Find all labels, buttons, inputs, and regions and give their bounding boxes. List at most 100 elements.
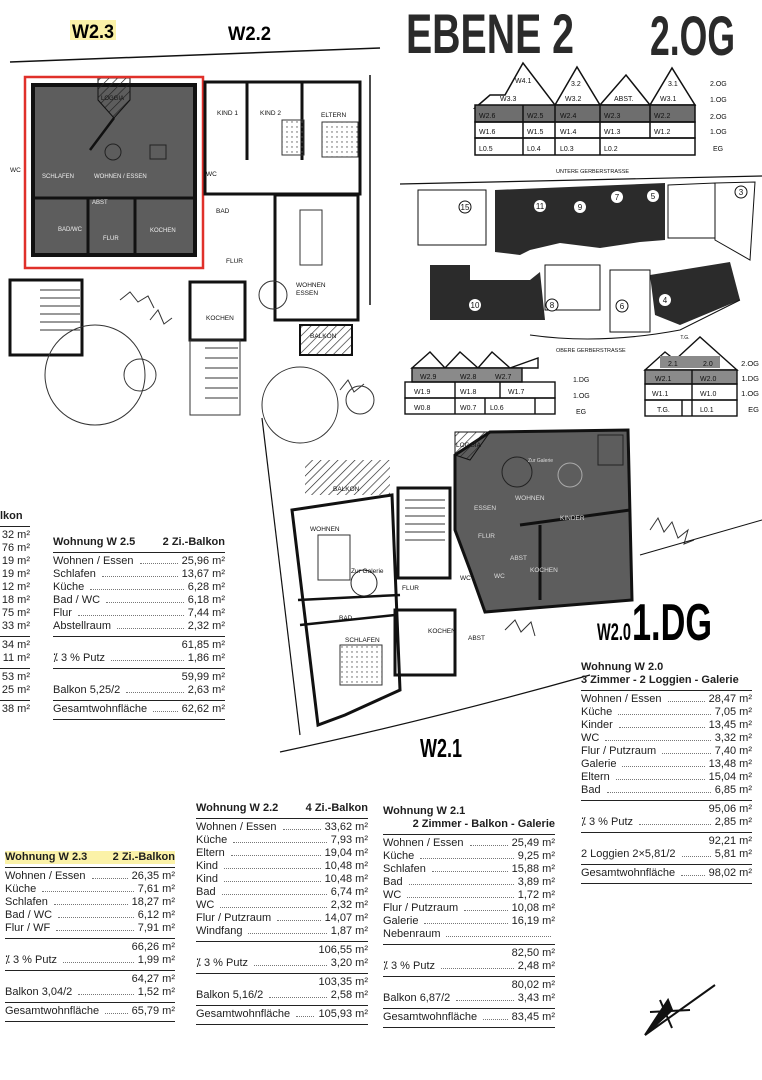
- row-label: ⁒ 3 % Putz: [53, 652, 106, 664]
- dot-leader: [111, 660, 184, 661]
- dot-leader: [117, 628, 184, 629]
- row-label: Bad: [383, 876, 403, 888]
- street-label: OBERE GERBERSTRASSE: [556, 348, 626, 354]
- svg-text:W2.5: W2.5: [527, 113, 543, 120]
- dot-leader: [296, 1016, 315, 1017]
- svg-text:W1.5: W1.5: [527, 129, 543, 136]
- row-label: Bad / WC: [5, 909, 53, 921]
- room-label: KIND 2: [260, 110, 281, 117]
- table-title: Wohnung W 2.3: [5, 851, 88, 863]
- room-label: ELTERN: [321, 112, 346, 119]
- row-value: 7,40 m²: [714, 745, 752, 757]
- dot-leader: [456, 1000, 514, 1001]
- svg-text:WOHNEN / ESSEN: WOHNEN / ESSEN: [94, 174, 147, 180]
- row-label: Flur: [53, 607, 72, 619]
- row-value: 95,06 m²: [708, 803, 752, 815]
- row-label: Balkon 5,25/2: [53, 684, 121, 696]
- row-value: 28,47 m²: [708, 693, 752, 705]
- room-label: ESSEN: [296, 290, 318, 297]
- svg-text:L0.5: L0.5: [479, 146, 493, 153]
- divider: [53, 719, 225, 720]
- room-label: WC: [460, 575, 471, 582]
- svg-text:1.OG: 1.OG: [710, 129, 727, 136]
- row-value: 16,19 m²: [511, 915, 555, 927]
- svg-text:W1.9: W1.9: [414, 389, 430, 396]
- dot-leader: [605, 740, 711, 741]
- svg-text:W2.1: W2.1: [655, 376, 671, 383]
- fragment-text: 32 m²: [1, 529, 30, 541]
- row-label: Kind: [196, 860, 219, 872]
- svg-text:W2.3: W2.3: [604, 113, 620, 120]
- row-label: Balkon 3,04/2: [5, 986, 73, 998]
- svg-text:W2.7: W2.7: [495, 374, 511, 381]
- dot-leader: [153, 711, 178, 712]
- svg-text:1.DG: 1.DG: [573, 377, 589, 384]
- row-value: 83,45 m²: [511, 1011, 555, 1023]
- room-label: BAD: [339, 615, 353, 622]
- svg-text:2.OG: 2.OG: [710, 114, 727, 121]
- dot-leader: [441, 968, 514, 969]
- divider: [5, 1021, 175, 1022]
- divider: [53, 636, 225, 637]
- row-value: 61,85 m²: [181, 639, 225, 651]
- row-value: 80,02 m²: [511, 979, 555, 991]
- row-value: 2,48 m²: [517, 960, 555, 972]
- svg-text:W2.4: W2.4: [560, 113, 576, 120]
- room-label: KOCHEN: [530, 567, 558, 574]
- svg-text:ABST.: ABST.: [614, 96, 634, 103]
- row-label: Windfang: [196, 925, 243, 937]
- svg-text:L0.1: L0.1: [700, 407, 714, 414]
- svg-text:W1.7: W1.7: [508, 389, 524, 396]
- svg-text:W1.4: W1.4: [560, 129, 576, 136]
- row-value: 13,67 m²: [181, 568, 225, 580]
- row-label: Wohnen / Essen: [53, 555, 134, 567]
- svg-text:2.0: 2.0: [703, 361, 713, 368]
- room-label: Zur Galerie: [528, 458, 553, 464]
- row-label: Gesamtwohnfläche: [196, 1008, 291, 1020]
- divider: [196, 1024, 368, 1025]
- subtotal-row: 95,06 m²: [581, 803, 752, 816]
- row-value: 6,74 m²: [330, 886, 368, 898]
- svg-text:W2.6: W2.6: [479, 113, 495, 120]
- room-label: LOGGIA: [456, 442, 482, 449]
- row-value: 15,04 m²: [708, 771, 752, 783]
- row-label: Wohnen / Essen: [196, 821, 277, 833]
- dot-leader: [269, 997, 327, 998]
- table-subtitle: 2 Zi.-Balkon: [162, 536, 225, 548]
- level-title: EBENE 2: [406, 2, 574, 65]
- table-title: Wohnung W 2.0: [581, 661, 664, 673]
- level-code-bottom: 1.DG: [632, 594, 712, 652]
- dot-leader: [91, 878, 128, 879]
- dot-leader: [101, 576, 178, 577]
- dot-leader: [220, 907, 327, 908]
- site-plan: UNTERE GERBERSTRASSE 15 11 9 7 5 3 10 8 …: [399, 169, 762, 354]
- net-area-row: 103,35 m²: [196, 976, 368, 989]
- dot-leader: [90, 589, 184, 590]
- divider: [581, 832, 752, 833]
- row-label: Gesamtwohnfläche: [581, 867, 676, 879]
- divider: [196, 818, 368, 819]
- row-value: 10,08 m²: [511, 902, 555, 914]
- room-label: WC: [10, 167, 21, 174]
- dot-leader: [667, 701, 705, 702]
- divider: [0, 526, 30, 527]
- svg-text:FLUR: FLUR: [103, 236, 119, 242]
- divider: [0, 700, 30, 701]
- fragment-text: 25 m²: [1, 684, 30, 696]
- row-label: Bad: [196, 886, 216, 898]
- divider: [0, 636, 30, 637]
- row-value: 7,61 m²: [137, 883, 175, 895]
